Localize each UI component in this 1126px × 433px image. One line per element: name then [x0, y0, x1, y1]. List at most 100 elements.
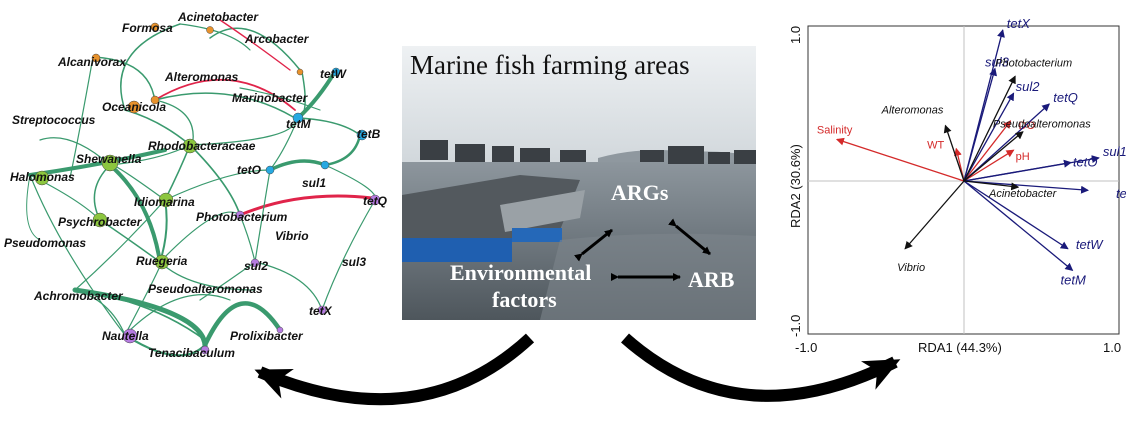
- edge: [239, 214, 256, 263]
- network-node: [101, 154, 119, 172]
- curved-arrow-left: [254, 333, 535, 406]
- edge: [108, 163, 162, 264]
- edge: [92, 56, 156, 103]
- node-label-alteromonas: Alteromonas: [164, 70, 239, 84]
- network-node: [150, 22, 160, 32]
- arrow-args-arb: [668, 218, 711, 256]
- network-node: [158, 192, 174, 208]
- node-label-tetm: tetM: [286, 117, 312, 131]
- edge: [123, 333, 207, 357]
- node-label-tetx: tetX: [309, 304, 333, 318]
- node-label-pseudomonas: Pseudomonas: [4, 236, 86, 250]
- node-label-ruegeria: Ruegeria: [136, 254, 188, 268]
- taxon-label-photobacterium: Photobacterium: [995, 57, 1072, 69]
- photo-shed: [520, 148, 550, 162]
- gene-label-tetx: tetX: [1007, 16, 1031, 31]
- taxon-vector-photobacterium: [963, 75, 1016, 182]
- photo-shed: [455, 144, 485, 162]
- network-node: [356, 129, 368, 141]
- network-node: [331, 67, 341, 77]
- edge: [159, 261, 256, 291]
- taxon-label-acinetobacter: Acinetobacter: [988, 188, 1058, 200]
- fish-farm-photo: Marine fish farming areas ARGs Environme…: [402, 46, 756, 320]
- cooccurrence-network: Formosa Acinetobacter Arcobacter Alcaniv…: [4, 10, 388, 360]
- photo-sheds: [420, 140, 756, 164]
- node-label-sul3: sul3: [342, 255, 366, 269]
- node-label-acinetobacter: Acinetobacter: [177, 10, 259, 24]
- edge: [297, 117, 361, 136]
- edge: [269, 117, 299, 171]
- edge: [254, 169, 271, 263]
- env-vector-salinity: [835, 137, 965, 182]
- gene-vector-tetm: [963, 180, 1074, 271]
- x-tick-max: 1.0: [1103, 340, 1121, 355]
- node-label-shewanella: Shewanella: [76, 152, 142, 166]
- network-node: [317, 305, 327, 315]
- gene-label-sul2: sul2: [1016, 79, 1041, 94]
- photo-title: Marine fish farming areas: [410, 50, 690, 80]
- edge: [159, 211, 241, 263]
- env-label-salinity: Salinity: [817, 124, 853, 136]
- edge: [323, 133, 362, 167]
- network-node: [292, 112, 304, 124]
- arrow-env-args: [574, 228, 613, 262]
- network-node: [150, 95, 160, 105]
- photo-shed: [560, 150, 586, 162]
- node-label-teto: tetO: [237, 163, 262, 177]
- edge: [29, 174, 126, 336]
- edge: [154, 92, 296, 119]
- rda-vectors: SalinityWTDOpHtetXsul3sul2tetQtetOsul1te…: [817, 16, 1126, 287]
- env-vector-do: [963, 120, 1012, 182]
- photo-shed: [640, 150, 664, 162]
- network-node: [369, 194, 381, 206]
- taxon-label-pseudoalteromonas: Pseudoalteromonas: [993, 119, 1091, 131]
- edge: [120, 23, 181, 111]
- taxon-vector-vibrio: [904, 180, 965, 250]
- node-label-oceanicola: Oceanicola: [102, 100, 166, 114]
- photo-raft-walkway: [500, 190, 585, 232]
- network-node: [200, 345, 210, 355]
- node-label-tetw: tetW: [320, 67, 348, 81]
- label-args: ARGs: [611, 180, 669, 205]
- network-node: [91, 53, 101, 63]
- network-node: [276, 326, 284, 334]
- network-node: [320, 160, 330, 170]
- edge: [209, 27, 301, 71]
- node-label-tetq: tetQ: [363, 194, 388, 208]
- network-node: [182, 138, 198, 154]
- network-node: [92, 212, 108, 228]
- node-label-tetb: tetB: [357, 127, 381, 141]
- node-label-formosa: Formosa: [122, 21, 173, 35]
- edge: [154, 78, 296, 111]
- env-label-do: DO: [1019, 120, 1036, 132]
- edge: [26, 174, 41, 241]
- node-label-idiomarina: Idiomarina: [134, 195, 195, 209]
- node-label-psychrobacter: Psychrobacter: [58, 215, 143, 229]
- network-node: [296, 68, 304, 76]
- node-label-sul1: sul1: [302, 176, 326, 190]
- gene-vector-tetb: [963, 180, 1089, 194]
- photo-shed: [734, 150, 756, 164]
- network-node: [235, 210, 245, 220]
- network-node: [122, 328, 138, 344]
- gene-vector-sul1: [963, 155, 1100, 182]
- node-label-photobacterium: Photobacterium: [196, 210, 288, 224]
- network-nodes: [34, 22, 381, 355]
- y-tick-max: 1.0: [788, 26, 803, 44]
- edge: [164, 169, 271, 201]
- taxon-label-vibrio: Vibrio: [897, 262, 925, 274]
- edge: [321, 199, 376, 311]
- env-label-ph: pH: [1016, 151, 1030, 163]
- edge: [189, 117, 296, 146]
- taxon-vector-alteromonas: [943, 124, 965, 182]
- gene-vector-sul2: [963, 92, 1015, 182]
- gene-label-sul3: sul3: [985, 55, 1010, 70]
- edge: [124, 260, 163, 336]
- gene-label-tetb: tetB: [1116, 186, 1126, 201]
- node-label-vibrio: Vibrio: [275, 229, 309, 243]
- photo-blue-floats: [402, 238, 512, 262]
- taxon-label-alteromonas: Alteromonas: [881, 105, 944, 117]
- node-label-nautella: Nautella: [102, 329, 149, 343]
- edge: [199, 261, 256, 301]
